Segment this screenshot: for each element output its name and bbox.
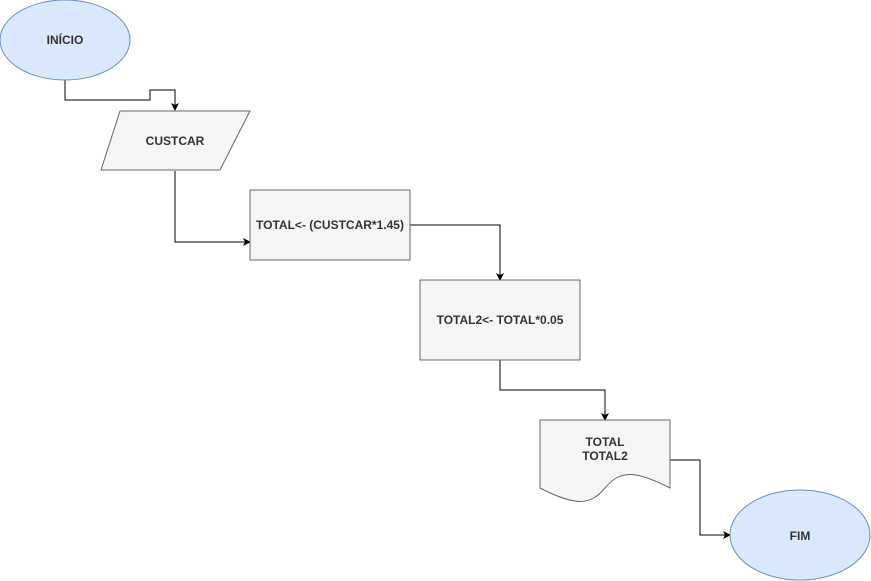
input-node[interactable]: CUSTCAR [100, 110, 251, 171]
input-label: CUSTCAR [146, 134, 205, 148]
connectors [64, 80, 731, 539]
start-label: INÍCIO [47, 32, 84, 47]
process1-label: TOTAL<- (CUSTCAR*1.45) [256, 218, 404, 232]
edge-input-to-process1 [174, 171, 251, 246]
process1-rect [249, 189, 411, 261]
output-document-shape [539, 419, 671, 502]
edge-output-to-end [670, 459, 731, 539]
output-node[interactable]: TOTAL TOTAL2 [539, 419, 671, 502]
input-parallelogram [100, 110, 251, 171]
start-node[interactable]: INÍCIO [0, 0, 131, 81]
process1-node[interactable]: TOTAL<- (CUSTCAR*1.45) [249, 189, 411, 261]
process2-label: TOTAL2<- TOTAL*0.05 [437, 313, 564, 327]
process2-node[interactable]: TOTAL2<- TOTAL*0.05 [419, 279, 581, 361]
edge-process1-to-process2 [410, 224, 504, 281]
edge-process2-to-output [499, 360, 609, 421]
process2-rect [419, 279, 581, 361]
end-label: FIM [790, 529, 811, 543]
end-node[interactable]: FIM [729, 489, 871, 581]
output-label-line2: TOTAL2 [582, 449, 628, 463]
edge-start-to-input [64, 80, 179, 111]
end-ellipse [729, 489, 871, 581]
start-ellipse [0, 0, 131, 81]
output-label-line1: TOTAL [586, 435, 625, 449]
